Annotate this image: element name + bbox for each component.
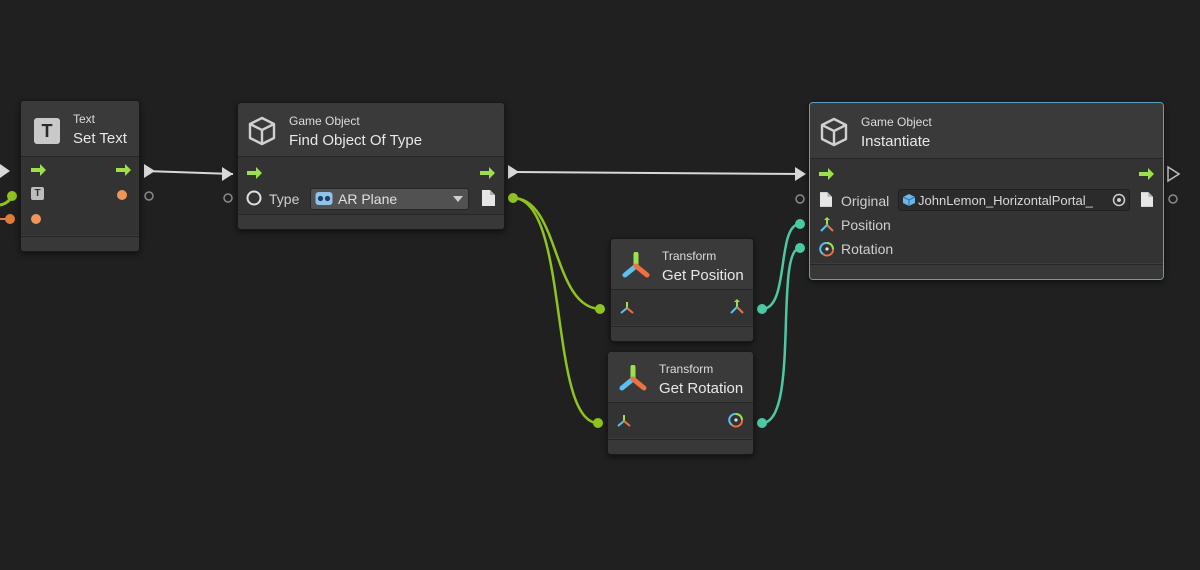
node-header[interactable]: Transform Get Position (611, 239, 753, 290)
file-icon[interactable] (482, 190, 495, 206)
chevron-down-icon (453, 196, 463, 202)
file-icon[interactable] (1141, 192, 1153, 207)
node-footer (810, 264, 1163, 279)
rotation-icon (819, 241, 834, 257)
type-dropdown-value: AR Plane (338, 191, 398, 207)
vector-wire (761, 222, 801, 311)
empty-port (144, 191, 154, 201)
object-port (508, 193, 518, 203)
vector-port (795, 243, 805, 253)
empty-port (1168, 194, 1178, 204)
set-text-node[interactable]: T Text Set Text T (20, 100, 140, 252)
flow-arrow-icon[interactable] (247, 166, 263, 180)
node-header[interactable]: T Text Set Text (21, 101, 139, 157)
node-title: Set Text (73, 130, 127, 147)
node-header[interactable]: Game Object Find Object Of Type (238, 103, 504, 157)
control-arrow (0, 164, 10, 178)
node-kind: Game Object (289, 114, 360, 128)
cube-icon (820, 117, 848, 147)
node-kind: Transform (659, 362, 714, 376)
vector-port (757, 418, 767, 428)
empty-port (223, 193, 233, 203)
node-title: Find Object Of Type (289, 132, 423, 149)
vector-port (757, 304, 767, 314)
control-arrow (144, 164, 155, 178)
flow-arrow-icon[interactable] (480, 166, 496, 180)
object-wire (512, 196, 602, 311)
rotation-label: Rotation (841, 241, 894, 257)
text-icon: T (34, 118, 60, 144)
file-icon (820, 192, 832, 207)
node-title: Instantiate (861, 133, 931, 150)
transform-icon (622, 252, 650, 278)
transform-icon (619, 365, 647, 391)
flow-arrow-icon[interactable] (1139, 167, 1155, 181)
prefab-icon (903, 194, 915, 206)
string-port[interactable] (30, 213, 42, 225)
get-position-node[interactable]: Transform Get Position (610, 238, 754, 342)
node-kind: Text (73, 112, 96, 126)
node-footer (21, 236, 139, 251)
position-icon (820, 217, 834, 232)
node-body (611, 290, 753, 325)
flow-arrow-icon[interactable] (31, 163, 47, 177)
object-port (7, 191, 17, 201)
position-icon[interactable] (729, 299, 745, 315)
node-footer (611, 326, 753, 341)
target-icon[interactable] (1112, 193, 1126, 207)
cube-icon (248, 116, 276, 146)
type-dropdown[interactable]: AR Plane (310, 188, 469, 210)
node-header[interactable]: Transform Get Rotation (608, 352, 753, 403)
flow-arrow-icon[interactable] (819, 167, 835, 181)
transform-icon[interactable] (620, 301, 634, 315)
node-body: Original JohnLemon_HorizontalPortal_ Pos… (810, 159, 1163, 263)
control-wire (513, 171, 805, 175)
type-port-icon[interactable] (246, 190, 262, 206)
node-title: Get Position (662, 267, 744, 284)
original-field-value: JohnLemon_HorizontalPortal_ (918, 193, 1093, 208)
node-body (608, 403, 753, 438)
string-port (5, 214, 15, 224)
vector-port (795, 219, 805, 229)
instantiate-node[interactable]: Game Object Instantiate Original JohnLem… (809, 102, 1164, 280)
text-icon: T (31, 187, 44, 200)
find-object-node[interactable]: Game Object Find Object Of Type Type AR … (237, 102, 505, 230)
object-wire (512, 196, 599, 425)
node-footer (238, 214, 504, 229)
flow-arrow-icon[interactable] (116, 163, 132, 177)
empty-port (795, 194, 805, 204)
control-arrow (508, 165, 519, 179)
vector-wire (761, 246, 801, 425)
transform-icon[interactable] (617, 414, 631, 428)
get-rotation-node[interactable]: Transform Get Rotation (607, 351, 754, 455)
object-port (595, 304, 605, 314)
type-label: Type (269, 191, 300, 207)
node-footer (608, 439, 753, 454)
ar-plane-icon (315, 192, 333, 205)
control-arrow (222, 167, 233, 181)
control-arrow (795, 167, 806, 181)
rotation-icon[interactable] (728, 412, 744, 428)
object-port (593, 418, 603, 428)
position-label: Position (841, 217, 891, 233)
node-kind: Transform (662, 249, 717, 263)
original-label: Original (841, 193, 890, 209)
control-arrow (1167, 165, 1181, 183)
original-field[interactable]: JohnLemon_HorizontalPortal_ (898, 189, 1130, 211)
string-port[interactable] (116, 189, 128, 201)
node-body: Type AR Plane (238, 157, 504, 214)
control-wire (144, 170, 234, 175)
node-kind: Game Object (861, 115, 932, 129)
node-header[interactable]: Game Object Instantiate (810, 103, 1163, 159)
node-title: Get Rotation (659, 380, 744, 397)
node-body: T (21, 157, 139, 235)
